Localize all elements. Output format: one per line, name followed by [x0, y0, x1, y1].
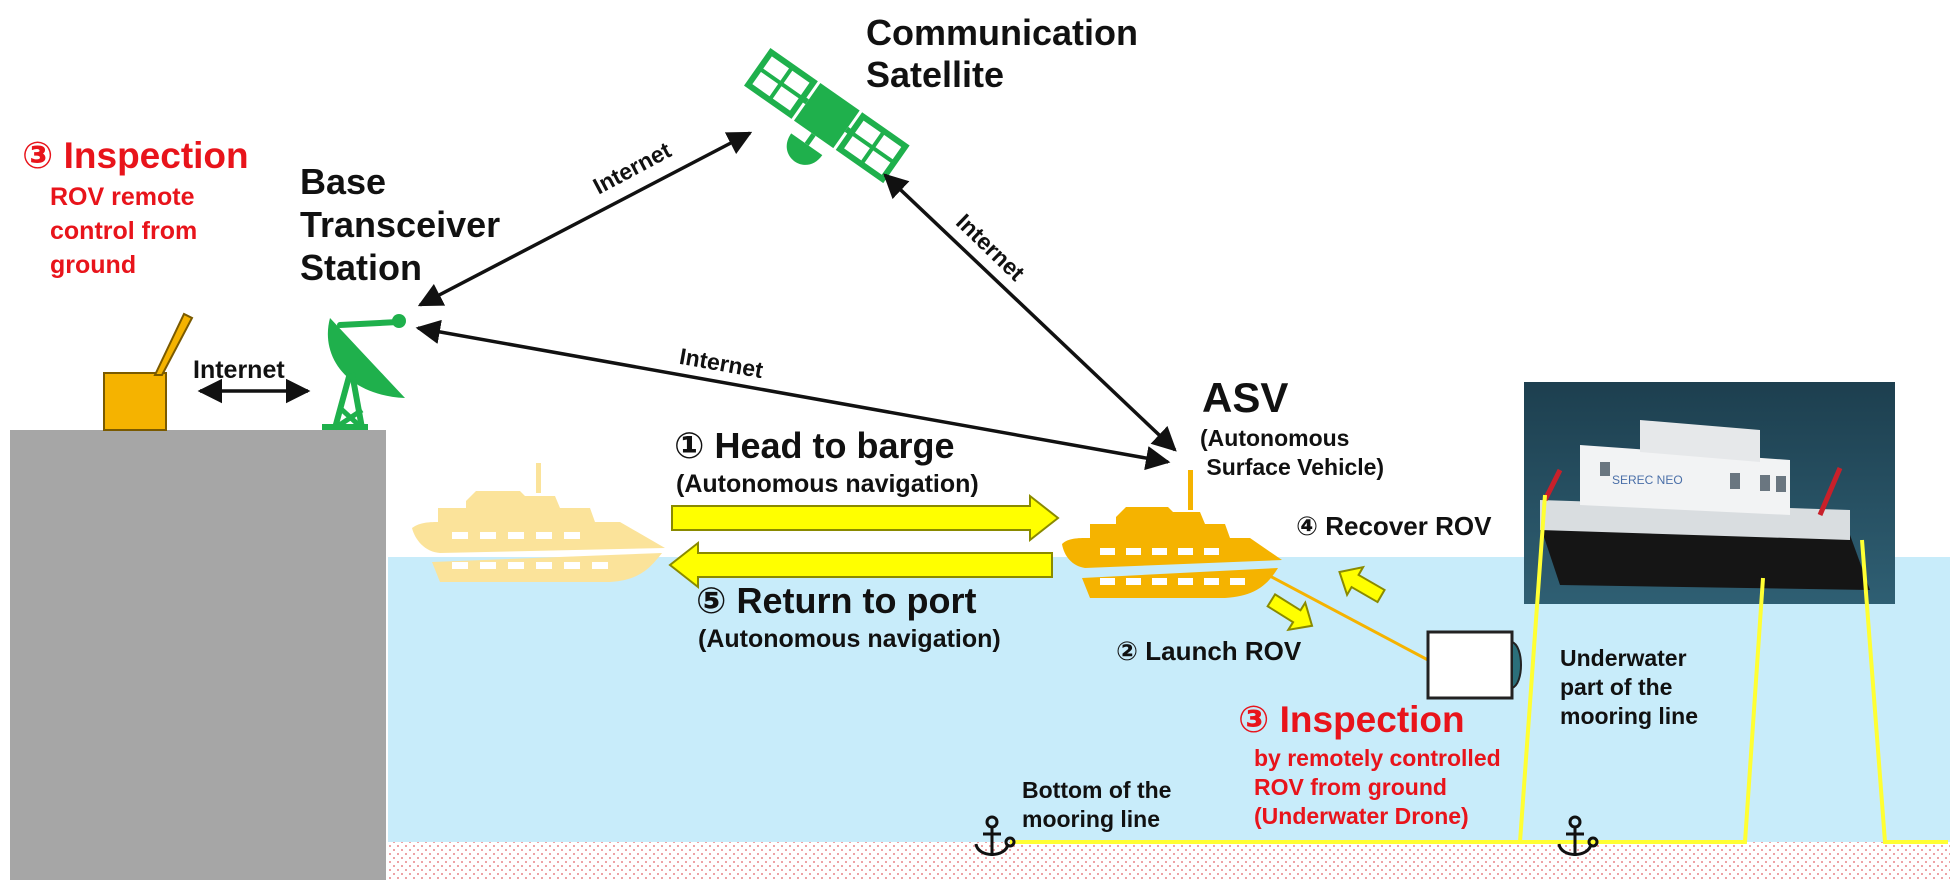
anchor-icon-left — [974, 815, 1016, 856]
communication-links — [197, 131, 1177, 471]
return-to-port-label: ⑤ Return to port — [696, 580, 977, 621]
ground-control-station-icon — [103, 312, 194, 431]
rov-tether — [1267, 573, 1429, 662]
base-station-label: Base Transceiver Station — [300, 161, 501, 288]
return-to-port-desc: (Autonomous navigation) — [698, 625, 1001, 653]
bottom-mooring-label: Bottom of the mooring line — [1022, 777, 1172, 832]
link-bts-asv — [415, 319, 1171, 471]
asv-title: ASV — [1202, 374, 1289, 421]
inspection-rov-desc: by remotely controlled ROV from ground (… — [1254, 745, 1501, 829]
inspection-rov-title: ③ Inspection — [1238, 699, 1465, 740]
quay-land — [10, 430, 386, 880]
recover-rov-label: ④ Recover ROV — [1296, 511, 1492, 541]
satellite-icon — [743, 47, 910, 184]
asv-desc: (Autonomous Surface Vehicle) — [1200, 425, 1385, 480]
launch-rov-arrow — [1266, 593, 1314, 632]
return-to-port-arrow — [668, 540, 1053, 590]
inspection-ground-desc: ROV remote control from ground — [50, 183, 198, 279]
sea-area — [388, 557, 1950, 842]
internet-label-ground: Internet — [193, 356, 285, 384]
asv-vessel-icon — [1062, 470, 1282, 598]
launch-rov-label: ② Launch ROV — [1116, 636, 1302, 666]
head-to-barge-label: ① Head to barge — [674, 425, 955, 466]
mooring-lines — [1010, 494, 1948, 844]
head-to-barge-desc: (Autonomous navigation) — [676, 470, 979, 498]
satellite-label: Communication Satellite — [866, 12, 1139, 95]
base-station-dish-icon — [322, 314, 406, 431]
underwater-mooring-label: Underwater part of the mooring line — [1560, 645, 1698, 729]
link-bts-satellite — [417, 131, 753, 307]
vessel-at-port-icon — [412, 463, 665, 582]
recover-rov-arrow — [1338, 565, 1386, 604]
barge-photo: SEREC NEO — [1524, 382, 1895, 604]
barge-brand-text: SEREC NEO — [1612, 473, 1683, 487]
link-satellite-asv — [883, 173, 1177, 452]
seabed — [388, 842, 1950, 880]
head-to-barge-arrow — [671, 493, 1060, 543]
anchor-icon-right — [1557, 815, 1599, 856]
rov-icon — [1426, 630, 1522, 700]
inspection-ground-title: ③ Inspection — [22, 135, 249, 176]
